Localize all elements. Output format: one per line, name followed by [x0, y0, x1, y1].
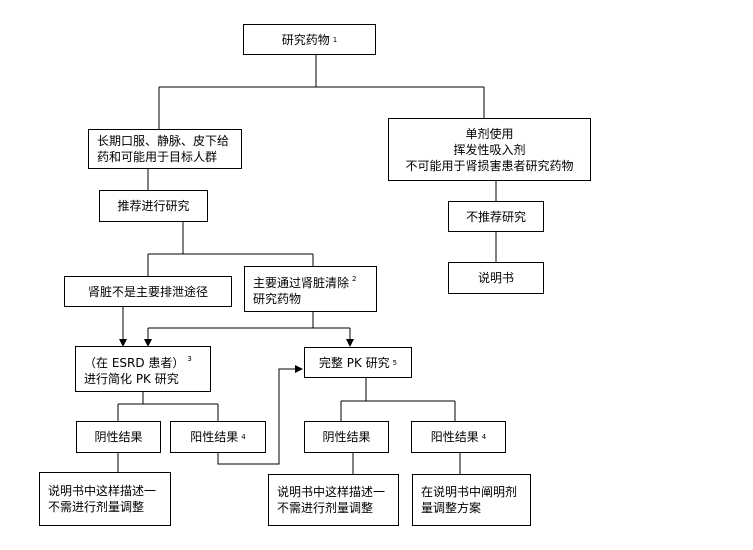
node-reduced-pk: （在 ESRD 患者）3 进行简化 PK 研究	[75, 346, 211, 392]
node-recommend-study: 推荐进行研究	[99, 190, 208, 222]
node-label-right-text: 说明书	[477, 271, 514, 285]
node-single-dose: 单剂使用 挥发性吸入剂 不可能用于肾损害患者研究药物	[388, 118, 591, 181]
node-recommend-study-label: 推荐进行研究	[117, 199, 190, 213]
node-label-dose-adjust-line2: 量调整方案	[421, 501, 482, 515]
node-oral-iv-sc-line1: 长期口服、静脉、皮下给	[97, 134, 230, 148]
node-label-dose-adjust: 在说明书中阐明剂 量调整方案	[412, 474, 531, 526]
arrow-positive-to-full	[217, 365, 303, 465]
node-negative-2-label: 阴性结果	[322, 430, 371, 444]
node-not-recommended-label: 不推荐研究	[465, 209, 526, 224]
node-single-dose-line2: 挥发性吸入剂	[453, 142, 526, 157]
node-single-dose-line3: 不可能用于肾损害患者研究药物	[405, 158, 574, 173]
node-negative-2: 阴性结果	[304, 421, 389, 453]
node-label-right: 说明书	[448, 262, 544, 294]
footnote-3: 3	[187, 355, 192, 363]
node-reduced-pk-line1-text: （在 ESRD 患者）	[84, 356, 185, 370]
footnote-5: 5	[392, 358, 398, 367]
node-oral-iv-sc-line2: 药和可能用于目标人群	[97, 150, 218, 164]
node-label-no-adjust-1: 说明书中这样描述一 不需进行剂量调整	[39, 472, 171, 526]
footnote-1: 1	[332, 35, 338, 44]
node-renal-mainly-line1-text: 主要通过肾脏清除	[253, 276, 350, 290]
footnote-4b: 4	[481, 433, 487, 441]
node-label-no-adjust-1-line1: 说明书中这样描述一	[48, 484, 157, 498]
node-single-dose-line1: 单剂使用	[465, 126, 514, 141]
node-label-no-adjust-1-line2: 不需进行剂量调整	[48, 500, 145, 514]
node-positive-1-label: 阳性结果	[190, 430, 239, 444]
node-study-drug-label: 研究药物	[281, 32, 330, 47]
node-renal-not-major-label: 肾脏不是主要排泄途径	[87, 284, 208, 299]
node-reduced-pk-line2: 进行简化 PK 研究	[84, 372, 179, 386]
node-label-dose-adjust-line1: 在说明书中阐明剂	[421, 485, 518, 499]
node-not-recommended: 不推荐研究	[448, 201, 544, 232]
node-negative-1: 阴性结果	[76, 421, 161, 453]
node-positive-2-label: 阳性结果	[430, 430, 479, 444]
node-full-pk-label: 完整 PK 研究	[318, 355, 390, 370]
node-reduced-pk-line1: （在 ESRD 患者）3	[84, 351, 210, 371]
node-label-no-adjust-2-line1: 说明书中这样描述一	[277, 485, 386, 499]
node-renal-not-major: 肾脏不是主要排泄途径	[64, 276, 232, 307]
node-label-no-adjust-2-line2: 不需进行剂量调整	[277, 501, 374, 515]
footnote-2: 2	[352, 275, 357, 283]
node-label-no-adjust-2: 说明书中这样描述一 不需进行剂量调整	[268, 474, 399, 526]
node-oral-iv-sc: 长期口服、静脉、皮下给 药和可能用于目标人群	[88, 129, 242, 169]
node-negative-1-label: 阴性结果	[94, 430, 143, 444]
node-renal-mainly-line2: 研究药物	[253, 292, 302, 306]
footnote-4a: 4	[241, 433, 246, 441]
